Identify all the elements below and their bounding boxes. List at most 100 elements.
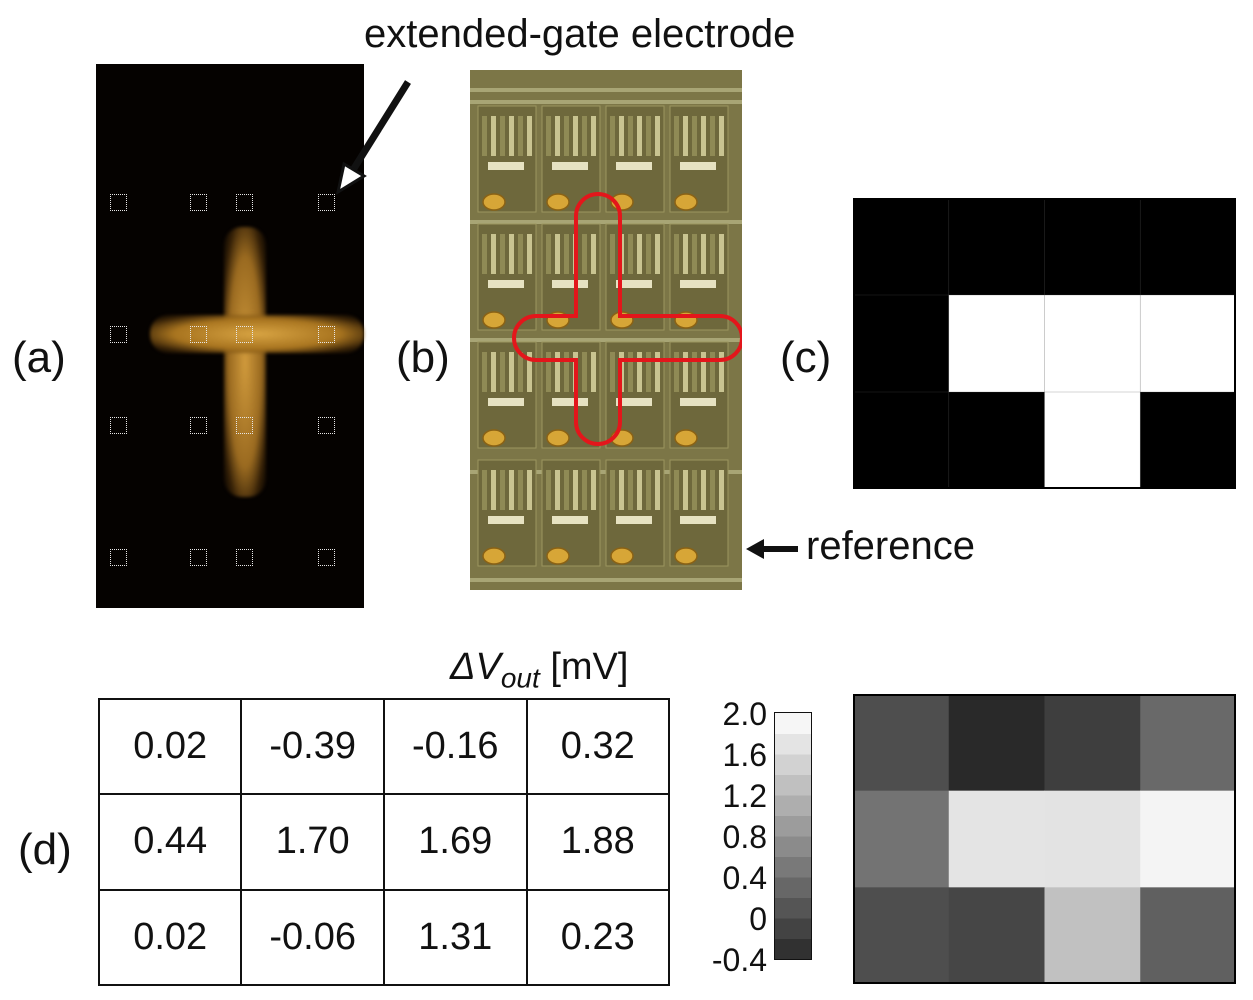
electrode-pad bbox=[236, 326, 253, 343]
table-cell: -0.06 bbox=[240, 888, 385, 987]
panel-label-c: (c) bbox=[780, 333, 832, 382]
electrode-pad bbox=[318, 549, 335, 566]
table-cell: 0.44 bbox=[97, 793, 243, 891]
pattern-cell bbox=[853, 295, 950, 393]
binary-pattern bbox=[853, 198, 1236, 489]
gold-electrode bbox=[674, 193, 698, 211]
colorbar-tick-label: 1.6 bbox=[722, 737, 767, 773]
gold-electrode bbox=[610, 547, 634, 565]
table-cell: 0.23 bbox=[525, 888, 671, 987]
heatmap-cell bbox=[1140, 694, 1236, 792]
colorbar bbox=[774, 712, 812, 960]
table-cell: 0.02 bbox=[97, 697, 243, 796]
pixel-cell bbox=[669, 105, 729, 213]
reference-arrow bbox=[746, 539, 798, 559]
bus-line bbox=[470, 578, 742, 582]
pattern-cell bbox=[1140, 295, 1236, 393]
colorbar-level bbox=[775, 897, 811, 919]
gold-electrode bbox=[482, 311, 506, 329]
gold-electrode bbox=[482, 429, 506, 447]
colorbar-tick-label: 0.4 bbox=[722, 860, 767, 896]
delta-v-subscript: out bbox=[500, 662, 540, 694]
table-cell: 1.31 bbox=[382, 888, 528, 987]
heatmap-cell bbox=[1044, 887, 1141, 984]
pixel-cell bbox=[605, 459, 665, 567]
pixel-cell bbox=[605, 105, 665, 213]
electrode-pad bbox=[110, 549, 127, 566]
table-cell: -0.16 bbox=[382, 697, 528, 796]
panel-label-a: (a) bbox=[12, 333, 66, 382]
heatmap-cell bbox=[948, 694, 1045, 792]
pattern-cell bbox=[1044, 295, 1141, 393]
heatmap-cell bbox=[1044, 790, 1141, 888]
pattern-cell bbox=[948, 392, 1045, 489]
heatmap-cell bbox=[853, 887, 950, 984]
gold-electrode bbox=[674, 547, 698, 565]
table-cell: 1.69 bbox=[382, 793, 528, 891]
pixel-cell bbox=[477, 223, 537, 331]
electrode-pad bbox=[190, 194, 207, 211]
table-cell: 1.70 bbox=[240, 793, 385, 891]
bus-line bbox=[470, 220, 742, 224]
electrode-arrow bbox=[335, 80, 411, 196]
bus-line bbox=[470, 100, 742, 104]
gold-electrode bbox=[546, 547, 570, 565]
colorbar-tick-label: 0.8 bbox=[722, 819, 767, 855]
pixel-cell bbox=[541, 459, 601, 567]
heatmap-cell bbox=[1044, 694, 1141, 792]
colorbar-level bbox=[775, 877, 811, 898]
callout-reference: reference bbox=[806, 524, 975, 568]
pixel-cell bbox=[477, 459, 537, 567]
heatmap-cell bbox=[1140, 790, 1236, 888]
gold-electrode bbox=[546, 193, 570, 211]
callout-extended-gate-electrode: extended-gate electrode bbox=[364, 12, 796, 56]
fluorescent-cross-vertical bbox=[224, 227, 266, 497]
fluorescent-cross-horizontal bbox=[150, 315, 364, 353]
delta-vout-label: ΔVout [mV] bbox=[450, 646, 628, 695]
table-cell: 0.32 bbox=[525, 697, 671, 796]
pattern-cell bbox=[1044, 392, 1141, 489]
cross-outline bbox=[512, 192, 742, 446]
colorbar-tick-label: 2.0 bbox=[722, 696, 767, 732]
pattern-cell bbox=[853, 392, 950, 489]
electrode-pad bbox=[110, 194, 127, 211]
chip-micrograph bbox=[470, 70, 742, 590]
table-cell: 0.02 bbox=[97, 888, 243, 987]
pattern-cell bbox=[1044, 198, 1141, 296]
pattern-cell bbox=[948, 198, 1045, 296]
delta-v-unit: [mV] bbox=[550, 646, 629, 688]
colorbar-level bbox=[775, 733, 811, 755]
panel-label-b: (b) bbox=[396, 333, 450, 382]
gold-electrode bbox=[482, 193, 506, 211]
heatmap bbox=[853, 694, 1236, 984]
pixel-cell bbox=[669, 341, 729, 449]
colorbar-level bbox=[775, 815, 811, 837]
heatmap-cell bbox=[853, 790, 950, 888]
colorbar-tick-label: -0.4 bbox=[711, 942, 767, 978]
heatmap-cell bbox=[853, 694, 950, 792]
heatmap-cell bbox=[948, 790, 1045, 888]
electrode-pad bbox=[190, 326, 207, 343]
panel-label-d: (d) bbox=[18, 825, 72, 874]
gold-electrode bbox=[546, 429, 570, 447]
pixel-cell bbox=[605, 223, 665, 331]
colorbar-tick-label: 1.2 bbox=[722, 778, 767, 814]
colorbar-level bbox=[775, 918, 811, 939]
electrode-pad bbox=[236, 194, 253, 211]
colorbar-level bbox=[775, 795, 811, 816]
pixel-cell bbox=[669, 459, 729, 567]
colorbar-level bbox=[775, 836, 811, 857]
pattern-cell bbox=[1140, 198, 1236, 296]
electrode-pad bbox=[110, 417, 127, 434]
pattern-cell bbox=[948, 295, 1045, 393]
pattern-cell bbox=[1140, 392, 1236, 489]
table-cell: -0.39 bbox=[240, 697, 385, 796]
colorbar-level bbox=[775, 856, 811, 878]
electrode-pad bbox=[318, 326, 335, 343]
pixel-cell bbox=[605, 341, 665, 449]
heatmap-cell bbox=[948, 887, 1045, 984]
electrode-pad bbox=[110, 326, 127, 343]
